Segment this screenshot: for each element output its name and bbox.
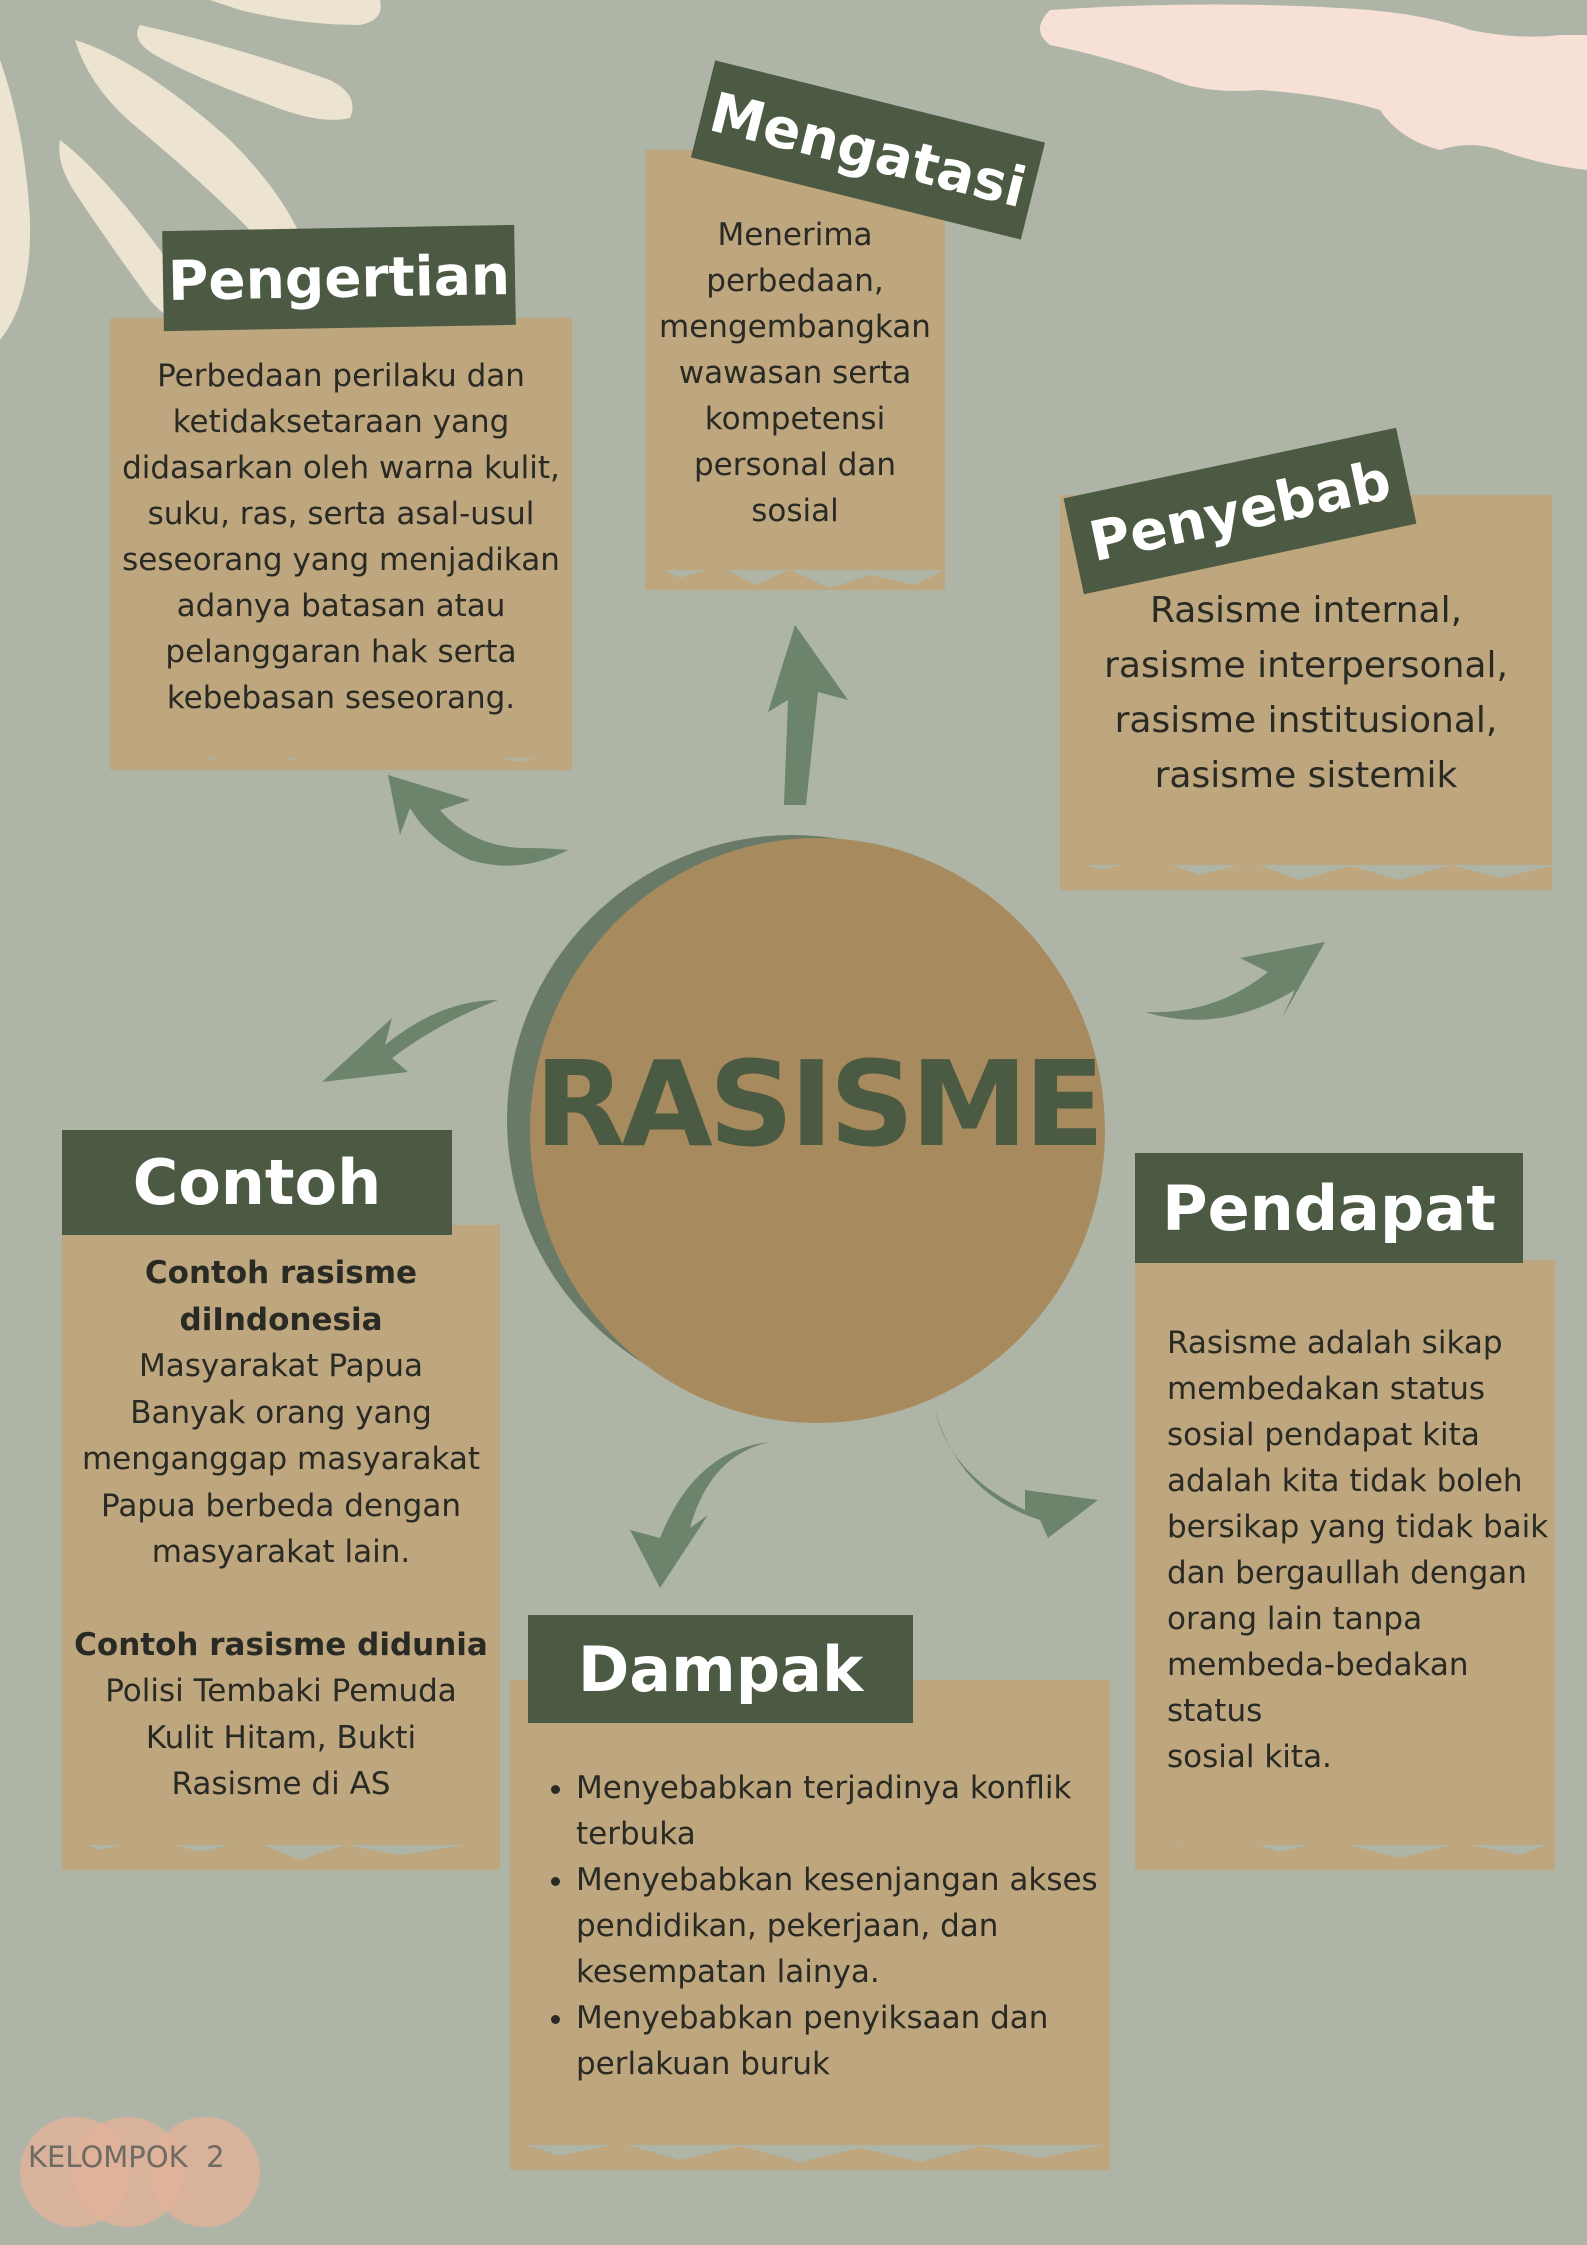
text-line: kebebasan seseorang.	[166, 680, 516, 716]
text-line: mengembangkan	[659, 309, 931, 345]
text-line: rasisme interpersonal,	[1104, 645, 1508, 686]
cream-brush-stroke	[0, 60, 31, 340]
text-line: wawasan serta	[678, 355, 912, 391]
group-badge: KELOMPOK 2	[28, 2140, 225, 2174]
text-line: Rasisme internal,	[1149, 590, 1463, 631]
text-line: kompetensi	[704, 401, 886, 437]
text-line: masyarakat lain.	[151, 1534, 411, 1570]
dampak-label: Dampak	[528, 1615, 913, 1723]
arrow-to-dampak	[630, 1442, 770, 1588]
text-line: pendidikan, pekerjaan, dan	[576, 1908, 999, 1944]
text-line: sosial pendapat kita	[1167, 1417, 1480, 1453]
dampak-item: Menyebabkan terjadinya konflik terbuka	[576, 1765, 1110, 1857]
text-line: rasisme sistemik	[1154, 755, 1458, 796]
badge-circle	[150, 2117, 260, 2227]
penyebab-text: Rasisme internal, rasisme interpersonal,…	[1060, 583, 1552, 803]
pendapat-label: Pendapat	[1135, 1153, 1523, 1263]
badge-circle	[73, 2117, 183, 2227]
text-line: Kulit Hitam, Bukti	[145, 1719, 417, 1756]
arrow-to-pendapat	[935, 1410, 1098, 1538]
dampak-card: Menyebabkan terjadinya konflik terbuka M…	[510, 1680, 1110, 2145]
text-line: didasarkan oleh warna kulit,	[122, 450, 560, 486]
contoh-indonesia-heading: Contoh rasisme	[144, 1255, 418, 1291]
text-line: terbuka	[576, 1816, 696, 1852]
text-line: Banyak orang yang	[130, 1394, 432, 1431]
text-line: adanya batasan atau	[176, 588, 506, 624]
pengertian-text: Perbedaan perilaku dan ketidaksetaraan y…	[110, 353, 572, 721]
text-line: suku, ras, serta asal-usul	[147, 496, 535, 532]
contoh-label: Contoh	[62, 1130, 452, 1235]
contoh-dunia-heading: Contoh rasisme didunia	[74, 1626, 488, 1663]
cream-brush-stroke	[210, 0, 381, 25]
pengertian-label: Pengertian	[162, 224, 516, 332]
text-line: adalah kita tidak boleh	[1167, 1463, 1523, 1499]
text-line: personal dan	[693, 447, 897, 483]
pendapat-text: Rasisme adalah sikap membedakan status s…	[1167, 1320, 1555, 1780]
text-line: menganggap masyarakat	[81, 1441, 481, 1477]
torn-edge	[510, 2140, 1110, 2170]
mengatasi-card: Menerima perbedaan, mengembangkan wawasa…	[645, 150, 945, 570]
text-line: Perbedaan perilaku dan	[157, 358, 525, 394]
dampak-item: Menyebabkan penyiksaan dan perlakuan bur…	[576, 1995, 1110, 2087]
cream-brush-stroke	[137, 25, 353, 120]
text-line: Menyebabkan penyiksaan dan	[576, 2000, 1049, 2036]
text-line: seseorang yang menjadikan	[122, 542, 560, 578]
contoh-text: Contoh rasisme diIndonesia Masyarakat Pa…	[62, 1250, 500, 1808]
text-line: membedakan status	[1167, 1371, 1486, 1407]
cream-brush-stroke	[75, 40, 300, 242]
text-line: Polisi Tembaki Pemuda	[105, 1673, 457, 1709]
text-line: Menerima	[717, 217, 873, 253]
contoh-indonesia-heading: diIndonesia	[179, 1301, 383, 1338]
arrow-to-penyebab	[1145, 942, 1325, 1020]
text-line: Rasisme adalah sikap	[1167, 1325, 1503, 1361]
text-line: ketidaksetaraan yang	[172, 404, 510, 440]
central-circle	[530, 838, 1105, 1423]
text-line: membeda-bedakan status	[1167, 1647, 1469, 1729]
mengatasi-text: Menerima perbedaan, mengembangkan wawasa…	[645, 212, 945, 534]
text-line: orang lain tanpa	[1167, 1601, 1423, 1637]
main-title: RASISME	[534, 1035, 1104, 1173]
dampak-list: Menyebabkan terjadinya konflik terbuka M…	[538, 1765, 1110, 2087]
text-line: Masyarakat Papua	[138, 1348, 423, 1384]
text-line: bersikap yang tidak baik	[1167, 1509, 1549, 1545]
text-line: dan bergaullah dengan	[1167, 1555, 1527, 1591]
text-line: sosial kita.	[1167, 1739, 1332, 1775]
pengertian-card: Perbedaan perilaku dan ketidaksetaraan y…	[110, 318, 572, 758]
torn-edge	[1060, 855, 1552, 890]
text-line: perlakuan buruk	[576, 2046, 830, 2082]
contoh-card: Contoh rasisme diIndonesia Masyarakat Pa…	[62, 1225, 500, 1845]
torn-edge	[62, 1835, 500, 1870]
arrow-to-mengatasi	[768, 625, 848, 805]
dampak-item: Menyebabkan kesenjangan akses pendidikan…	[576, 1857, 1110, 1995]
text-line: rasisme institusional,	[1114, 700, 1498, 741]
text-line: kesempatan lainya.	[576, 1954, 880, 1990]
text-line: Rasisme di AS	[171, 1766, 391, 1802]
pink-blob	[1040, 4, 1587, 171]
text-line: Papua berbeda dengan	[101, 1487, 461, 1524]
text-line: pelanggaran hak serta	[165, 634, 517, 670]
arrow-to-contoh	[322, 1000, 498, 1082]
text-line: perbedaan,	[706, 263, 884, 299]
pendapat-card: Rasisme adalah sikap membedakan status s…	[1135, 1260, 1555, 1845]
text-line: sosial	[751, 493, 839, 529]
text-line: Menyebabkan kesenjangan akses	[576, 1862, 1098, 1898]
arrow-to-pengertian	[388, 775, 568, 866]
text-line: Menyebabkan terjadinya konflik	[576, 1770, 1072, 1806]
